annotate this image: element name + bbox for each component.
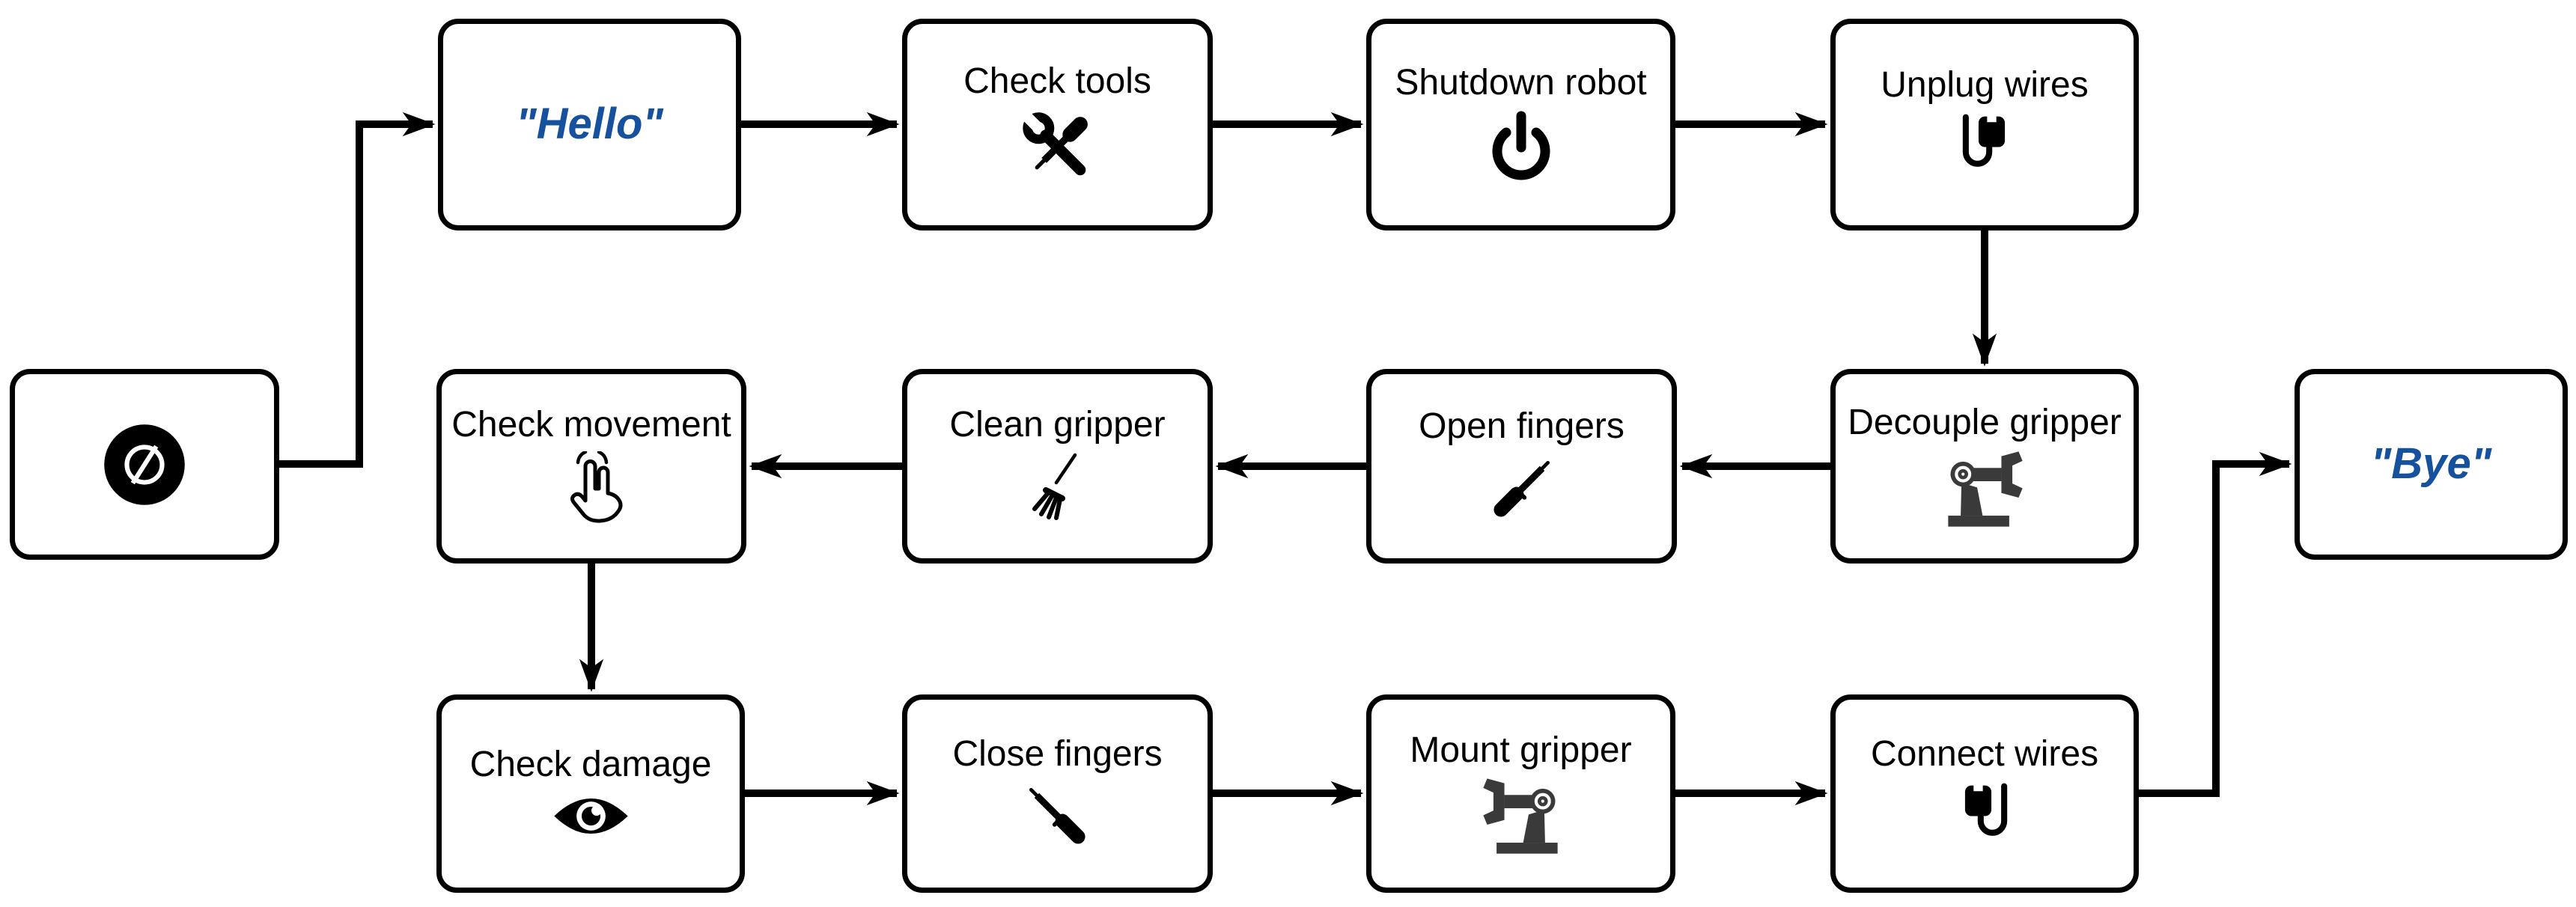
broom-icon bbox=[1020, 451, 1095, 526]
node-label: Check damage bbox=[469, 744, 712, 784]
node-label: Mount gripper bbox=[1410, 730, 1632, 770]
eye-icon bbox=[552, 791, 630, 841]
edge-connect-wires-bye bbox=[2139, 451, 2292, 797]
node-check-damage[interactable]: Check damage bbox=[436, 694, 745, 893]
node-open-fingers[interactable]: Open fingers bbox=[1366, 369, 1677, 564]
hand-tap-icon bbox=[554, 450, 629, 526]
unplug-icon bbox=[1949, 112, 2021, 183]
node-label: Clean gripper bbox=[949, 404, 1166, 445]
node-bye[interactable]: "Bye" bbox=[2295, 369, 2568, 560]
node-label: Unplug wires bbox=[1881, 64, 2089, 105]
connect-plug-icon bbox=[1949, 781, 2021, 852]
edge-start-hello bbox=[279, 112, 436, 468]
robot-arm-mirrored-icon bbox=[1478, 777, 1564, 855]
node-label: "Bye" bbox=[2370, 439, 2492, 489]
node-label: Shutdown robot bbox=[1395, 63, 1647, 103]
node-mount-gripper[interactable]: Mount gripper bbox=[1366, 694, 1675, 893]
node-connect-wires[interactable]: Connect wires bbox=[1830, 694, 2139, 893]
node-label: Check movement bbox=[451, 404, 731, 445]
node-clean-gripper[interactable]: Clean gripper bbox=[902, 369, 1213, 564]
screwdriver-up-icon bbox=[1486, 454, 1557, 525]
node-label: Decouple gripper bbox=[1848, 403, 2122, 443]
node-label: Open fingers bbox=[1419, 406, 1625, 447]
node-check-movement[interactable]: Check movement bbox=[436, 369, 746, 564]
node-label: Connect wires bbox=[1870, 733, 2099, 774]
node-label: Check tools bbox=[963, 61, 1151, 101]
node-label: "Hello" bbox=[516, 100, 663, 149]
node-label: Close fingers bbox=[952, 733, 1163, 774]
screwdriver-down-icon bbox=[1022, 781, 1093, 852]
no-entry-icon bbox=[103, 423, 186, 507]
node-start[interactable] bbox=[10, 369, 279, 560]
tools-icon bbox=[1015, 106, 1097, 186]
node-unplug-wires[interactable]: Unplug wires bbox=[1830, 19, 2139, 230]
node-close-fingers[interactable]: Close fingers bbox=[902, 694, 1213, 893]
node-shutdown-robot[interactable]: Shutdown robot bbox=[1366, 19, 1675, 230]
node-decouple-gripper[interactable]: Decouple gripper bbox=[1830, 369, 2139, 564]
robot-arm-icon bbox=[1942, 450, 2028, 528]
power-icon bbox=[1484, 110, 1559, 185]
node-hello[interactable]: "Hello" bbox=[438, 19, 741, 230]
node-check-tools[interactable]: Check tools bbox=[902, 19, 1213, 230]
